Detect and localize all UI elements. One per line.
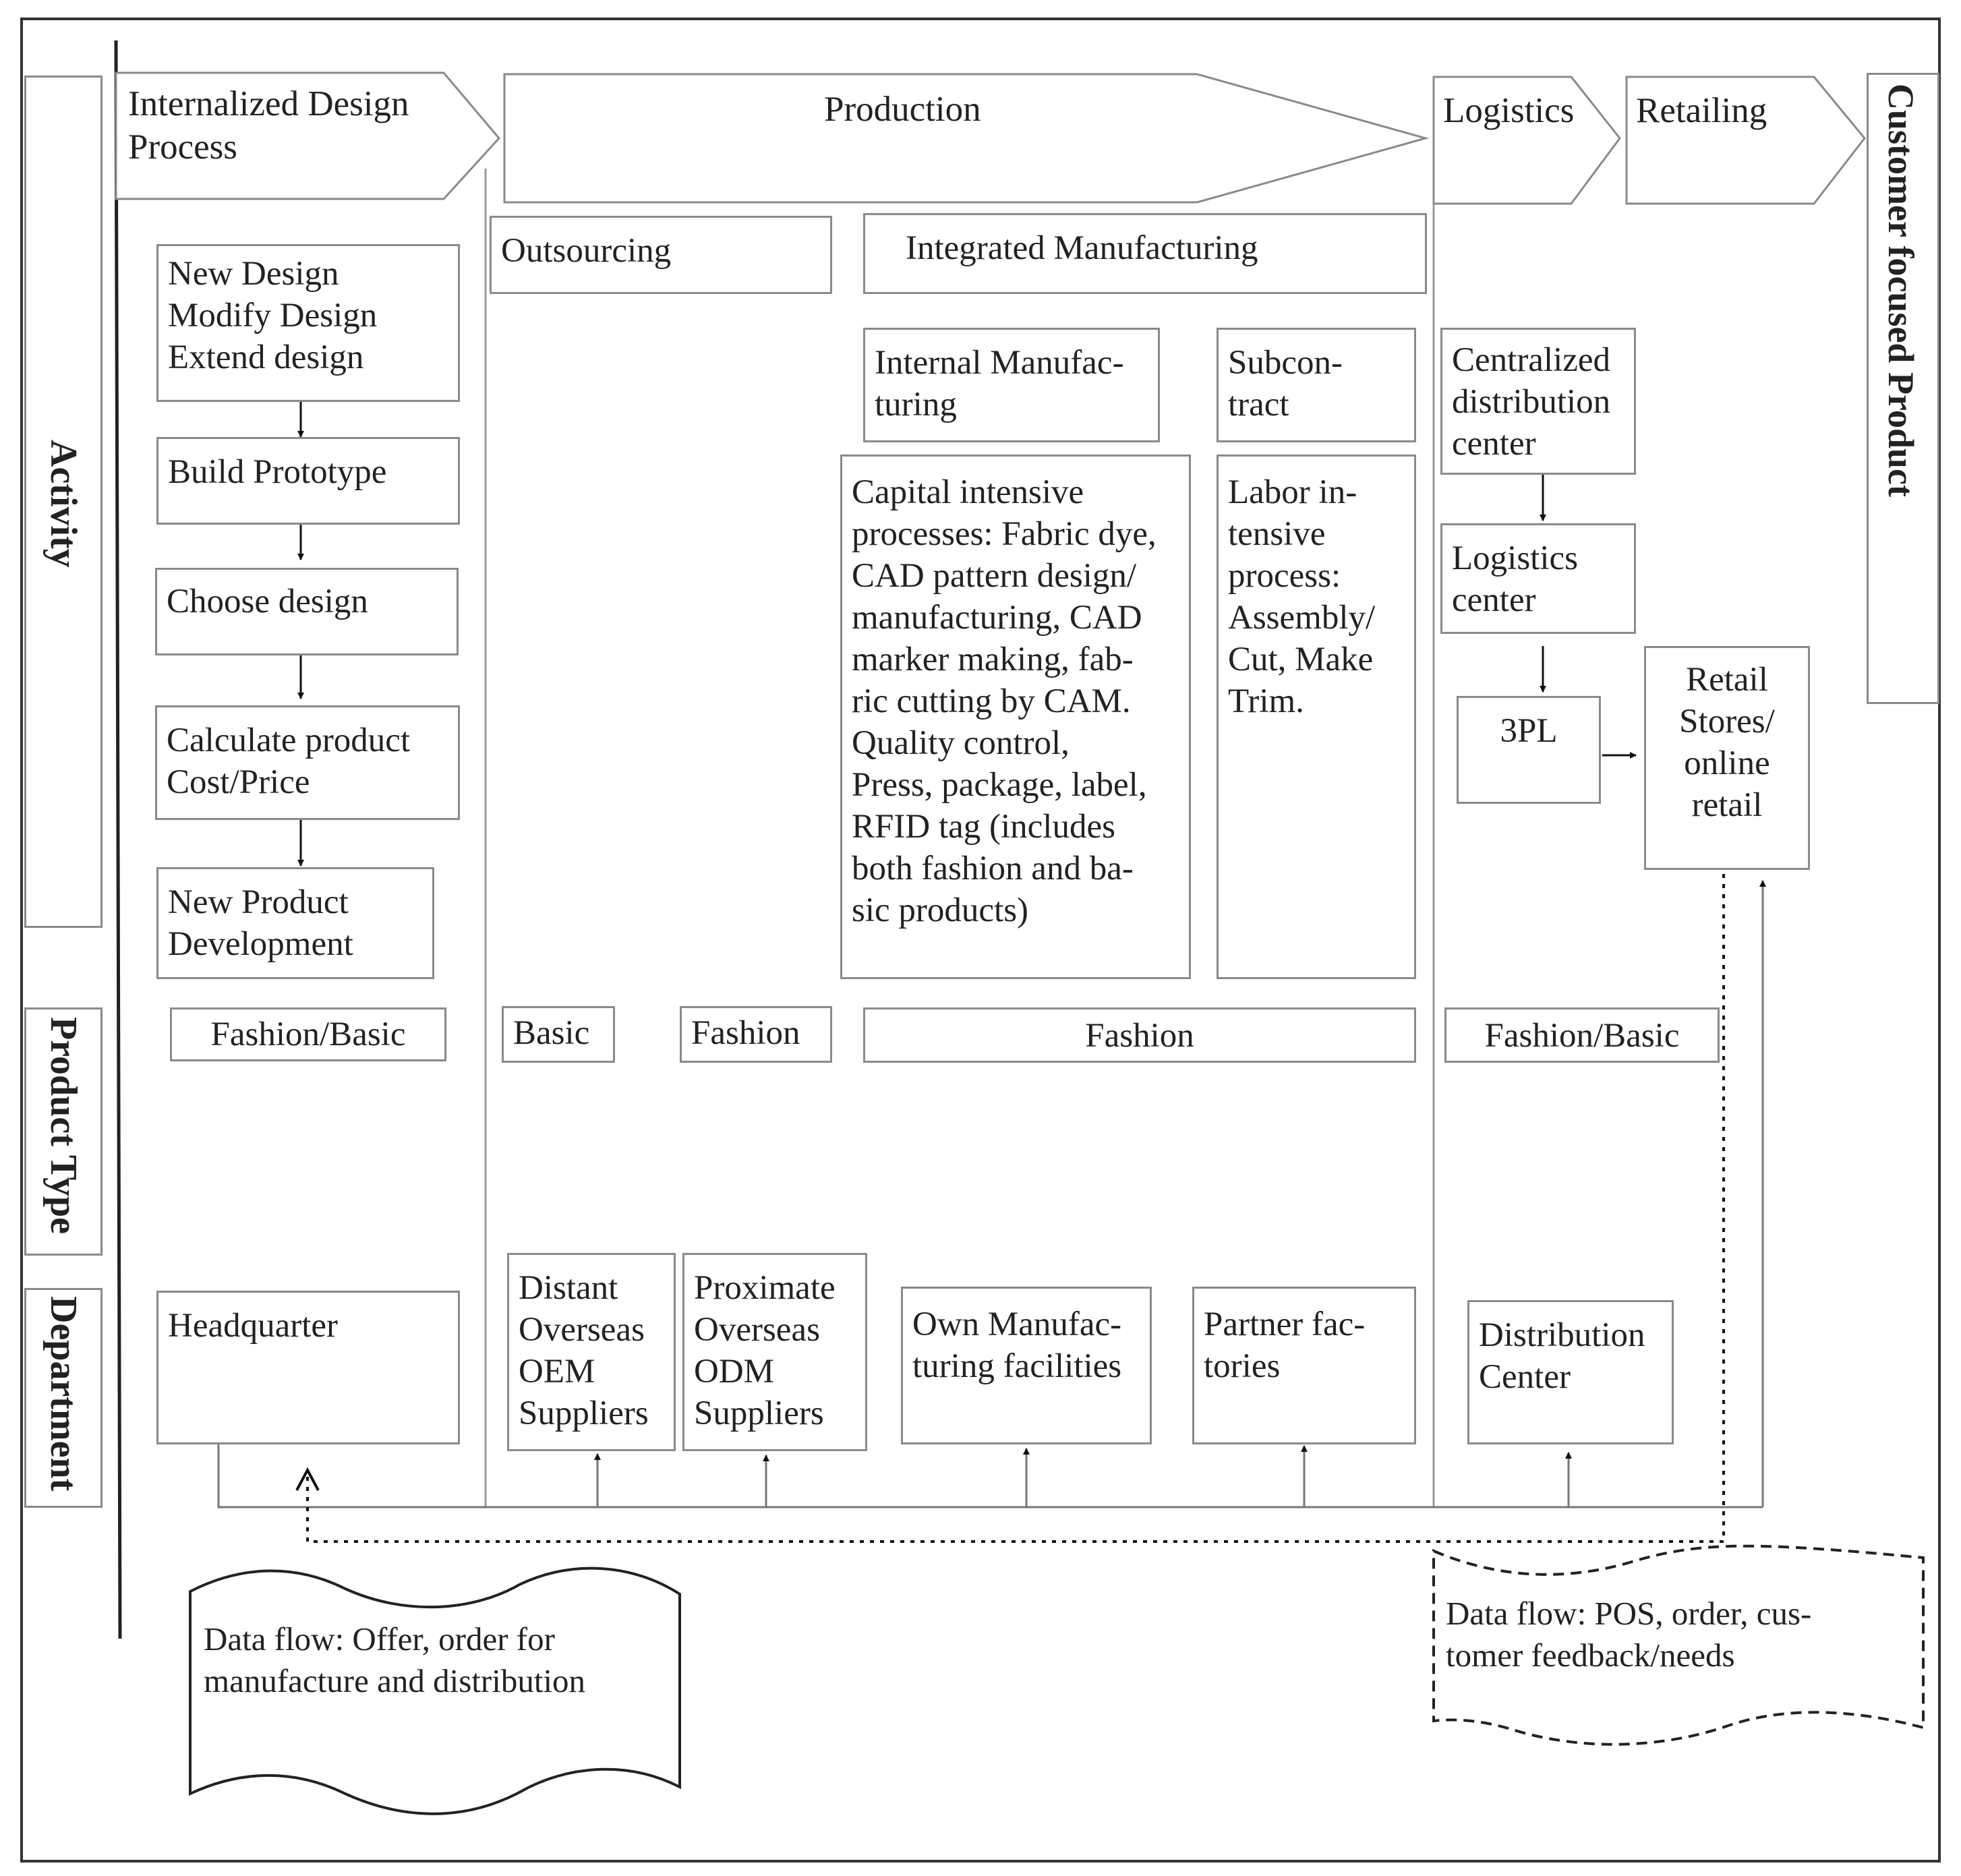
retail-stores-online: Retail Stores/ online retail bbox=[1644, 646, 1810, 870]
design-step-build-prototype: Build Prototype bbox=[156, 437, 460, 525]
department-row-label: Department bbox=[42, 1296, 84, 1492]
department-distant-oem: Distant Overseas OEM Suppliers bbox=[507, 1253, 676, 1451]
stage-logistics-label: Logistics bbox=[1443, 91, 1575, 130]
centralized-distribution-center: Centralized distribution center bbox=[1440, 328, 1636, 475]
design-step-new-product: New Product Development bbox=[156, 867, 434, 979]
production-chevron bbox=[503, 73, 1430, 204]
design-department-headquarter: Headquarter bbox=[156, 1291, 460, 1444]
product-type-row-panel bbox=[24, 1007, 103, 1256]
logistics-center: Logistics center bbox=[1440, 523, 1636, 634]
order-flow-line bbox=[217, 1444, 1763, 1508]
design-step-calculate-cost: Calculate product Cost/Price bbox=[155, 705, 460, 820]
design-product-type: Fashion/Basic bbox=[170, 1007, 446, 1061]
outer-frame bbox=[20, 18, 1941, 1863]
data-flow-right-shape bbox=[1432, 1544, 1925, 1746]
customer-product-label: Customer focused Product bbox=[1881, 84, 1921, 497]
logistics-product-type: Fashion/Basic bbox=[1444, 1007, 1720, 1063]
design-step-new-design: New Design Modify Design Extend design bbox=[156, 244, 460, 402]
customer-product-panel bbox=[1867, 73, 1939, 704]
capital-intensive-box: Capital intensive processes: Fabric dye,… bbox=[840, 455, 1191, 979]
third-party-logistics: 3PL bbox=[1457, 696, 1601, 804]
retailing-chevron bbox=[1625, 76, 1866, 205]
department-own-manufacturing: Own Manufac- turing facilities bbox=[901, 1287, 1152, 1444]
data-flow-right-text: Data flow: POS, order, cus- tomer feedba… bbox=[1446, 1595, 1812, 1674]
stage-production-label: Production bbox=[824, 90, 981, 129]
stage-design-label: Internalized Design Process bbox=[128, 84, 409, 167]
production-type-fashion-integrated: Fashion bbox=[863, 1007, 1416, 1063]
production-type-fashion: Fashion bbox=[680, 1006, 832, 1063]
activity-row-label: Activity bbox=[42, 440, 84, 568]
feedback-arrowhead bbox=[295, 1467, 320, 1491]
stage-retailing-label: Retailing bbox=[1636, 91, 1767, 130]
department-proximate-odm: Proximate Overseas ODM Suppliers bbox=[682, 1253, 867, 1451]
outsourcing-header: Outsourcing bbox=[490, 216, 832, 294]
department-partner-factories: Partner fac- tories bbox=[1192, 1287, 1416, 1444]
data-flow-left-shape bbox=[189, 1566, 681, 1815]
department-distribution-center: Distribution Center bbox=[1467, 1300, 1674, 1444]
design-step-choose-design: Choose design bbox=[155, 568, 459, 655]
product-type-row-label: Product Type bbox=[42, 1017, 84, 1235]
data-flow-left-text: Data flow: Offer, order for manufacture … bbox=[204, 1620, 586, 1699]
production-type-basic: Basic bbox=[502, 1006, 615, 1063]
department-row-panel bbox=[24, 1288, 103, 1508]
labor-intensive-box: Labor in- tensive process: Assembly/ Cut… bbox=[1217, 455, 1416, 979]
main-vertical-line bbox=[114, 40, 122, 1639]
activity-row-panel bbox=[24, 76, 103, 928]
subcontract-box: Subcon- tract bbox=[1217, 328, 1416, 442]
feedback-dotted-line bbox=[306, 874, 1725, 1543]
integrated-manufacturing-header: Integrated Manufacturing bbox=[863, 213, 1427, 294]
design-chevron bbox=[115, 71, 500, 200]
internal-manufacturing-box: Internal Manufac- turing bbox=[863, 328, 1160, 442]
logistics-chevron bbox=[1432, 76, 1621, 205]
